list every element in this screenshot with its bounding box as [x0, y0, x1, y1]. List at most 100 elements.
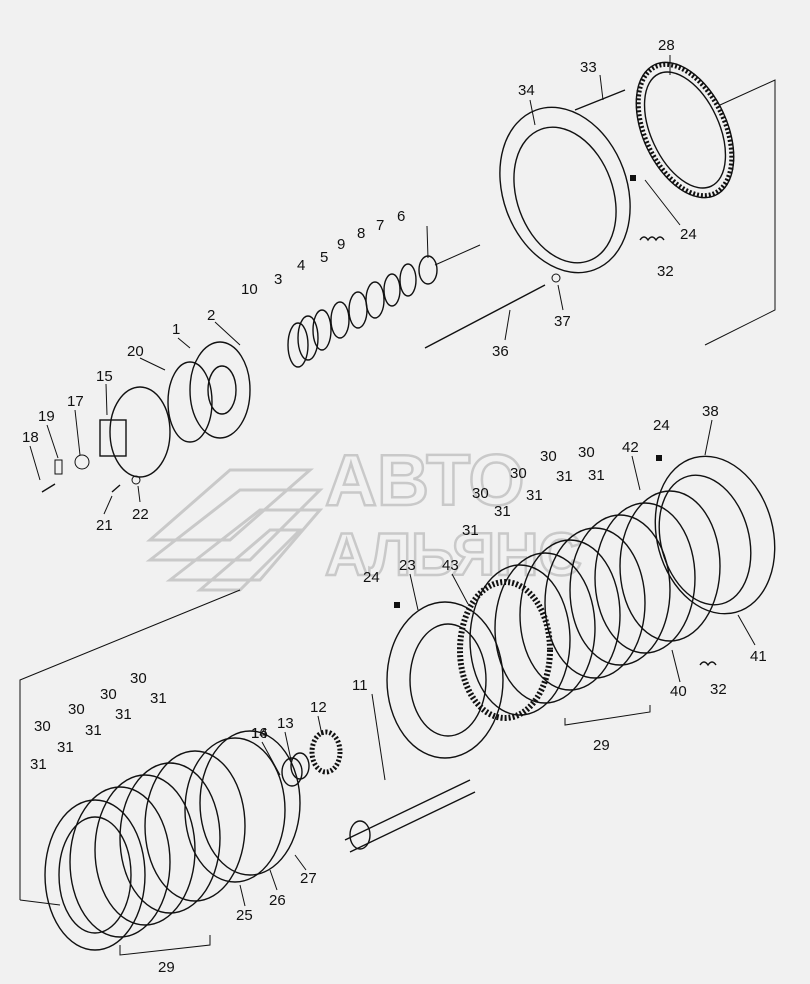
- callout-38: 38: [702, 403, 719, 420]
- callout-9: 9: [337, 236, 345, 253]
- callout-24-mid: 24: [363, 569, 380, 586]
- callout-1: 1: [172, 321, 180, 338]
- callout-labels: 1 2 3 4 5 6 7 8 9 10 11 12 13 14 15 16 1…: [22, 37, 767, 976]
- ball-part-right: [656, 455, 662, 461]
- callout-33: 33: [580, 59, 597, 76]
- callout-16: 16: [251, 725, 268, 742]
- callout-31-j: 31: [30, 756, 47, 773]
- pin-part: [574, 89, 626, 111]
- callout-3: 3: [274, 271, 282, 288]
- callout-31-g: 31: [115, 706, 132, 723]
- callout-30-e: 30: [130, 670, 147, 687]
- callout-29-mid: 29: [593, 737, 610, 754]
- callout-31-i: 31: [57, 739, 74, 756]
- callout-30-b: 30: [540, 448, 557, 465]
- callout-32-mid: 32: [710, 681, 727, 698]
- callout-37: 37: [554, 313, 571, 330]
- clutch-plates-stack: [469, 490, 721, 716]
- callout-28: 28: [658, 37, 675, 54]
- callout-19: 19: [38, 408, 55, 425]
- plate-part: [499, 106, 631, 274]
- bracket-29-mid: [564, 705, 651, 726]
- upper-assembly: [41, 61, 776, 493]
- clutch-pack-lower: [44, 750, 246, 951]
- callout-20: 20: [127, 343, 144, 360]
- snap-ring-part: [281, 757, 303, 787]
- callout-6: 6: [397, 208, 405, 225]
- callout-31-f: 31: [150, 690, 167, 707]
- ball-part-mid: [394, 602, 400, 608]
- callout-17: 17: [67, 393, 84, 410]
- callout-27: 27: [300, 870, 317, 887]
- long-bolt-part: [424, 284, 546, 349]
- callout-31-b: 31: [556, 468, 573, 485]
- callout-13: 13: [277, 715, 294, 732]
- avtoalyans-chevron-logo: [145, 468, 324, 592]
- shaft-part: [344, 779, 476, 853]
- nut-part: [131, 475, 141, 485]
- seal-rings-stack: [287, 244, 481, 368]
- callout-31-e: 31: [462, 522, 479, 539]
- callout-11: 11: [352, 677, 368, 694]
- spring-part: [639, 236, 665, 242]
- callout-2: 2: [207, 307, 215, 324]
- callout-30-a: 30: [578, 444, 595, 461]
- callout-25: 25: [236, 907, 253, 924]
- clip-part: [54, 459, 63, 475]
- ball-part: [630, 175, 636, 181]
- callout-7: 7: [376, 217, 384, 234]
- washer-small-part: [74, 454, 90, 470]
- callout-10: 10: [241, 281, 258, 298]
- gear-ring-part: [457, 579, 553, 721]
- callout-41: 41: [750, 648, 767, 665]
- leader-lines: [29, 55, 756, 907]
- callout-21: 21: [96, 517, 113, 534]
- lower-assembly: [19, 589, 476, 956]
- callout-32-top: 32: [657, 263, 674, 280]
- callout-24-top: 24: [680, 226, 697, 243]
- snap-ring-part-2: [290, 752, 310, 780]
- watermark: АВТО АЛЬЯНС: [145, 440, 583, 592]
- screw-part: [111, 484, 121, 493]
- small-gear-part: [309, 729, 343, 775]
- callout-31-h: 31: [85, 722, 102, 739]
- callout-30-g: 30: [68, 701, 85, 718]
- o-ring-part: [167, 361, 213, 443]
- cover-part: [99, 386, 171, 478]
- callout-42: 42: [622, 439, 639, 456]
- callout-15: 15: [96, 368, 113, 385]
- piston-part: [189, 341, 251, 439]
- callout-14: 14: [251, 725, 268, 742]
- callout-24-right: 24: [653, 417, 670, 434]
- callout-5: 5: [320, 249, 328, 266]
- hub-part: [386, 601, 504, 759]
- bolt-part: [41, 483, 56, 493]
- watermark-line1: АВТО: [325, 441, 524, 521]
- drum-part: [184, 730, 301, 883]
- callout-36: 36: [492, 343, 509, 360]
- callout-18: 18: [22, 429, 39, 446]
- spring-part-mid: [699, 661, 717, 667]
- callout-29-lower: 29: [158, 959, 175, 976]
- callout-43: 43: [442, 557, 459, 574]
- callout-4: 4: [297, 257, 305, 274]
- callout-30-c: 30: [510, 465, 527, 482]
- washer-part: [551, 273, 561, 283]
- callout-31-d: 31: [494, 503, 511, 520]
- frame-line-upper: [704, 79, 776, 346]
- callout-8: 8: [357, 225, 365, 242]
- callout-26: 26: [269, 892, 286, 909]
- callout-23: 23: [399, 557, 416, 574]
- callout-31-c: 31: [526, 487, 543, 504]
- callout-22: 22: [132, 506, 149, 523]
- callout-12: 12: [310, 699, 327, 716]
- ring-gear-part: [635, 61, 735, 199]
- frame-line-lower: [19, 589, 241, 900]
- callout-40: 40: [670, 683, 687, 700]
- callout-30-f: 30: [100, 686, 117, 703]
- callout-34: 34: [518, 82, 535, 99]
- bracket-29-lower: [119, 935, 211, 956]
- middle-assembly: [386, 455, 776, 759]
